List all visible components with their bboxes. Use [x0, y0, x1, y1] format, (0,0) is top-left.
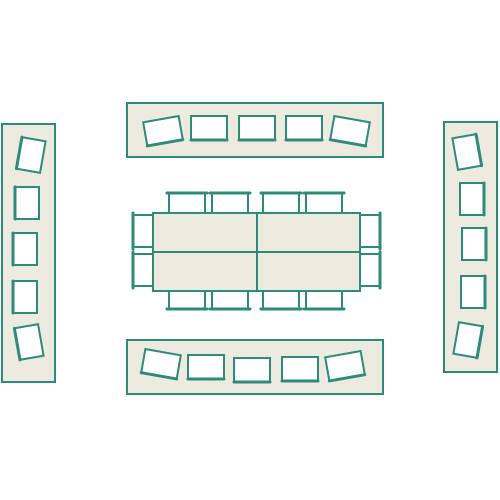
bench-chair: [460, 274, 487, 310]
table: [256, 251, 361, 292]
table-cluster: [152, 212, 361, 292]
table-chair: [131, 211, 154, 251]
bench-chair: [142, 114, 185, 148]
bench-chair: [13, 185, 40, 221]
bench-chair: [139, 347, 182, 381]
table-chair: [359, 211, 382, 251]
bench-top: [126, 102, 384, 158]
bench-chair: [284, 115, 324, 142]
table-chair: [208, 191, 252, 214]
bench-chair: [11, 279, 38, 315]
table: [152, 251, 258, 292]
bench-chair: [324, 349, 367, 383]
bench-chair: [280, 356, 320, 383]
bench-bottom: [126, 339, 384, 395]
table: [256, 212, 361, 253]
bench-chair: [451, 132, 484, 171]
bench-chair: [12, 323, 45, 362]
bench-left: [1, 123, 56, 383]
table-chair: [259, 288, 303, 311]
bench-chair: [11, 231, 38, 267]
bench-chair: [232, 357, 272, 384]
bench-chair: [14, 135, 47, 174]
table-chair: [259, 191, 303, 214]
bench-chair: [189, 115, 229, 142]
bench-chair: [452, 321, 485, 360]
bench-chair: [328, 114, 371, 148]
table-chair: [302, 191, 346, 214]
bench-chair: [186, 354, 226, 381]
bench-right: [443, 121, 498, 373]
table-chair: [359, 250, 382, 290]
bench-chair: [461, 226, 488, 262]
table-chair: [165, 288, 209, 311]
bench-chair: [237, 115, 277, 142]
table-chair: [165, 191, 209, 214]
table: [152, 212, 258, 253]
bench-chair: [459, 181, 486, 217]
table-chair: [131, 250, 154, 290]
